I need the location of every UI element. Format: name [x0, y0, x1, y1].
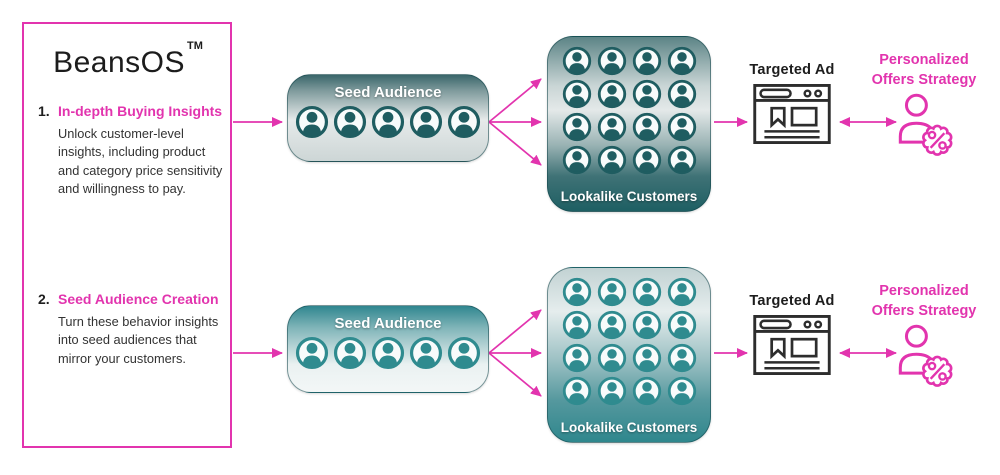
item-title: In-depth Buying Insights	[58, 103, 223, 119]
targeted-ad-label: Targeted Ad	[749, 293, 835, 309]
person-icon	[295, 336, 329, 370]
seed-audience-icons	[288, 336, 488, 370]
lookalike-icons-grid	[548, 37, 710, 175]
offers-label-line1: Personalized	[879, 283, 969, 299]
personalized-offers-label: Personalized Offers Strategy	[856, 281, 992, 321]
lookalike-customers-box: Lookalike Customers	[547, 36, 711, 212]
person-icon	[333, 105, 367, 139]
trademark-mark: TM	[187, 40, 203, 52]
targeted-ad-group: Targeted Ad	[742, 62, 842, 149]
person-icon	[597, 79, 626, 109]
customer-discount-icon	[898, 93, 953, 156]
person-icon	[562, 79, 591, 109]
brand-name: BeansOS	[53, 46, 186, 79]
personalized-offers-group: Personalized Offers Strategy	[856, 50, 992, 168]
person-icon	[597, 145, 626, 175]
person-icon	[295, 105, 329, 139]
person-icon	[597, 343, 626, 373]
person-icon	[632, 310, 661, 340]
offers-label-line1: Personalized	[879, 52, 969, 68]
person-icon	[667, 376, 696, 406]
lookalike-customers-label: Lookalike Customers	[560, 420, 698, 435]
item-title: Seed Audience Creation	[58, 291, 219, 307]
panel-item-seed-audience: 2. Seed Audience Creation Turn these beh…	[38, 290, 226, 368]
person-icon	[597, 277, 626, 307]
person-icon	[667, 277, 696, 307]
person-icon	[562, 376, 591, 406]
browser-ad-icon	[753, 315, 831, 375]
person-icon	[632, 112, 661, 142]
person-icon	[667, 79, 696, 109]
person-icon	[667, 310, 696, 340]
panel-item-buying-insights: 1. In-depth Buying Insights Unlock custo…	[38, 102, 226, 198]
person-icon	[597, 112, 626, 142]
person-icon	[562, 145, 591, 175]
lookalike-customers-label: Lookalike Customers	[560, 189, 698, 204]
flow-row-2: Seed Audience Lookalike Customers Target…	[0, 267, 1000, 475]
targeted-ad-label: Targeted Ad	[749, 62, 835, 78]
person-icon	[597, 376, 626, 406]
person-icon	[447, 105, 481, 139]
person-icon	[333, 336, 367, 370]
offers-label-line2: Offers Strategy	[871, 72, 977, 88]
browser-ad-icon	[753, 84, 831, 144]
seed-audience-icons	[288, 105, 488, 139]
seed-audience-box: Seed Audience	[287, 74, 489, 162]
person-icon	[667, 145, 696, 175]
person-icon	[562, 46, 591, 76]
person-icon	[371, 105, 405, 139]
person-icon	[562, 112, 591, 142]
person-icon	[447, 336, 481, 370]
item-description: Unlock customer-level insights, includin…	[58, 126, 223, 196]
item-description: Turn these behavior insights into seed a…	[58, 314, 219, 366]
seed-audience-label: Seed Audience	[334, 315, 442, 332]
item-number: 2.	[38, 291, 50, 307]
offers-label-line2: Offers Strategy	[871, 303, 977, 319]
lookalike-customers-box: Lookalike Customers	[547, 267, 711, 443]
personalized-offers-label: Personalized Offers Strategy	[856, 50, 992, 90]
personalized-offers-group: Personalized Offers Strategy	[856, 281, 992, 399]
person-icon	[667, 112, 696, 142]
person-icon	[562, 277, 591, 307]
item-number: 1.	[38, 103, 50, 119]
person-icon	[632, 343, 661, 373]
seed-audience-label: Seed Audience	[334, 84, 442, 101]
person-icon	[632, 145, 661, 175]
targeted-ad-group: Targeted Ad	[742, 293, 842, 380]
person-icon	[667, 343, 696, 373]
person-icon	[632, 277, 661, 307]
person-icon	[597, 46, 626, 76]
person-icon	[562, 310, 591, 340]
person-icon	[409, 336, 443, 370]
person-icon	[409, 105, 443, 139]
person-icon	[632, 46, 661, 76]
customer-discount-icon	[898, 324, 953, 387]
person-icon	[371, 336, 405, 370]
lookalike-icons-grid	[548, 268, 710, 406]
person-icon	[562, 343, 591, 373]
person-icon	[667, 46, 696, 76]
seed-audience-box: Seed Audience	[287, 305, 489, 393]
person-icon	[632, 79, 661, 109]
person-icon	[597, 310, 626, 340]
person-icon	[632, 376, 661, 406]
flow-row-1: Seed Audience Lookalike Customers Target…	[0, 36, 1000, 248]
